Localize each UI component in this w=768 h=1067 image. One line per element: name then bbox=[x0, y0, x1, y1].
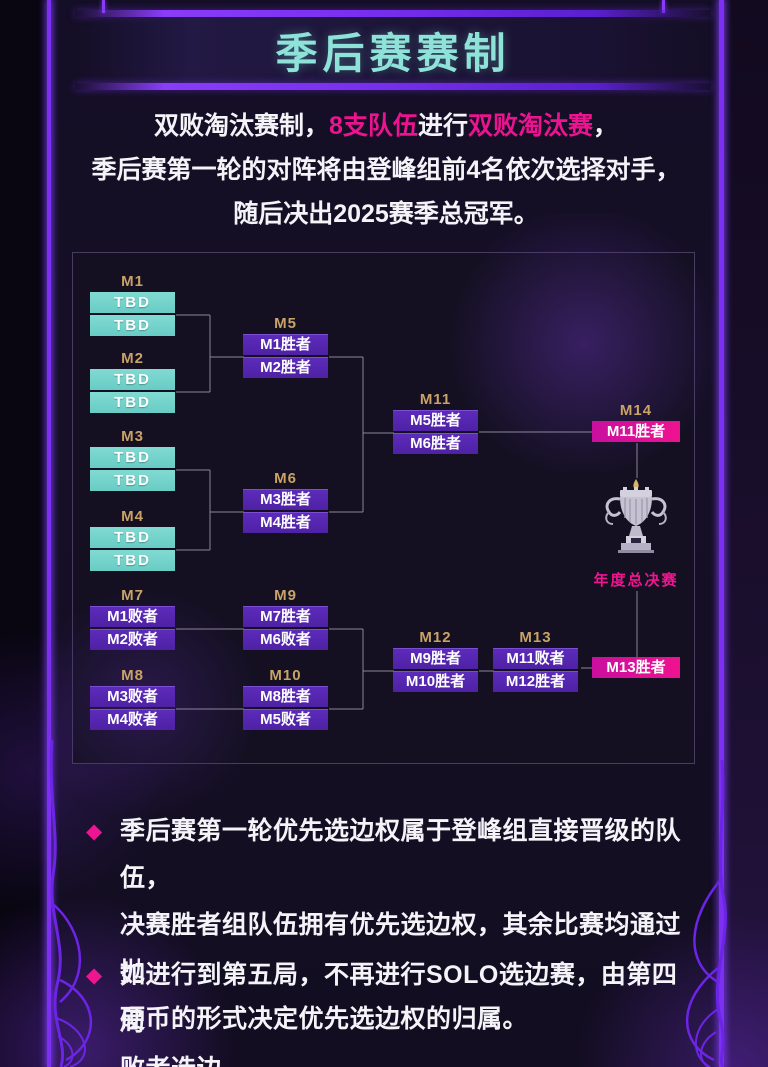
match-m1-slot1: TBD bbox=[90, 292, 175, 313]
match-m10: M10 M8胜者 M5败者 bbox=[243, 668, 328, 732]
match-m1: M1 TBD TBD bbox=[90, 274, 175, 338]
match-m4-slot2: TBD bbox=[90, 550, 175, 571]
title-banner: 季后赛赛制 bbox=[75, 10, 711, 90]
match-m12-label: M12 bbox=[419, 629, 452, 646]
match-m6: M6 M3胜者 M4胜者 bbox=[243, 471, 328, 535]
match-m12: M12 M9胜者 M10胜者 bbox=[393, 630, 478, 694]
match-m7-slot1: M1败者 bbox=[90, 606, 175, 627]
top-right-tick bbox=[662, 0, 665, 13]
match-m3-slot1: TBD bbox=[90, 447, 175, 468]
match-m13-slot1: M11败者 bbox=[493, 648, 578, 669]
match-m12-slot1: M9胜者 bbox=[393, 648, 478, 669]
match-m11-slot2: M6胜者 bbox=[393, 433, 478, 454]
match-m4: M4 TBD TBD bbox=[90, 509, 175, 573]
match-m12-slot2: M10胜者 bbox=[393, 671, 478, 692]
intro-line-2: 季后赛第一轮的对阵将由登峰组前4名依次选择对手， bbox=[91, 156, 681, 184]
note-1-text: 季后赛第一轮优先选边权属于登峰组直接晋级的队伍， 决赛胜者组队伍拥有优先选边权，… bbox=[120, 817, 682, 1033]
intro-line-1: 双败淘汰赛制，8支队伍进行双败淘汰赛， bbox=[154, 112, 618, 140]
match-m14-slot1: M11胜者 bbox=[592, 421, 680, 442]
match-m7-slot2: M2败者 bbox=[90, 629, 175, 650]
match-m1-label: M1 bbox=[121, 273, 144, 290]
match-m9-label: M9 bbox=[274, 587, 297, 604]
match-m8-slot1: M3败者 bbox=[90, 686, 175, 707]
match-m9: M9 M7胜者 M6败者 bbox=[243, 588, 328, 652]
match-m5: M5 M1胜者 M2胜者 bbox=[243, 316, 328, 380]
match-m11-slot1: M5胜者 bbox=[393, 410, 478, 431]
match-m14-label: M14 bbox=[619, 402, 653, 419]
match-m1-slot2: TBD bbox=[90, 315, 175, 336]
match-m5-label: M5 bbox=[274, 315, 297, 332]
match-m9-slot1: M7胜者 bbox=[243, 606, 328, 627]
right-dark-strip bbox=[725, 0, 768, 1067]
page-title: 季后赛赛制 bbox=[275, 29, 511, 77]
highlight-double-elim: 双败淘汰赛 bbox=[467, 112, 593, 140]
highlight-team-count: 8支队伍 bbox=[329, 112, 418, 140]
match-m3: M3 TBD TBD bbox=[90, 429, 175, 493]
bracket-panel bbox=[13, 213, 734, 813]
match-m7-label: M7 bbox=[121, 587, 144, 604]
match-m5-slot1: M1胜者 bbox=[243, 334, 328, 355]
match-m13-slot2: M12胜者 bbox=[493, 671, 578, 692]
left-neon-edge-line bbox=[47, 0, 51, 1067]
match-m11: M11 M5胜者 M6胜者 bbox=[393, 392, 478, 456]
note-2-text: 如进行到第五局，不再进行SOLO选边赛，由第四局 败者选边。 bbox=[120, 961, 678, 1067]
banner-bottom-stripe bbox=[75, 83, 711, 90]
final-winner-slot: M13胜者 bbox=[592, 657, 680, 678]
match-m10-slot1: M8胜者 bbox=[243, 686, 328, 707]
match-m2-label: M2 bbox=[121, 350, 144, 367]
match-m8-label: M8 bbox=[121, 667, 144, 684]
match-m6-slot1: M3胜者 bbox=[243, 489, 328, 510]
match-m6-slot2: M4胜者 bbox=[243, 512, 328, 533]
diamond-bullet-icon: ◆ bbox=[86, 964, 103, 987]
note-1: ◆ 季后赛第一轮优先选边权属于登峰组直接晋级的队伍， 决赛胜者组队伍拥有优先选边… bbox=[86, 808, 696, 1043]
banner-body: 季后赛赛制 bbox=[75, 17, 711, 83]
match-m2-slot2: TBD bbox=[90, 392, 175, 413]
match-m8-slot2: M4败者 bbox=[90, 709, 175, 730]
match-m2-slot1: TBD bbox=[90, 369, 175, 390]
match-m9-slot2: M6败者 bbox=[243, 629, 328, 650]
match-m6-label: M6 bbox=[274, 470, 297, 487]
panel-glow-top-right bbox=[434, 213, 734, 473]
trophy-icon bbox=[605, 479, 667, 553]
bracket-connector-lines bbox=[176, 314, 638, 710]
match-m4-label: M4 bbox=[121, 508, 144, 525]
left-dark-strip bbox=[0, 0, 48, 1067]
grand-final-label: 年度总决赛 bbox=[593, 572, 679, 589]
match-final-winner: M13胜者 bbox=[592, 657, 680, 680]
match-m3-slot2: TBD bbox=[90, 470, 175, 491]
match-m2: M2 TBD TBD bbox=[90, 351, 175, 415]
match-m11-label: M11 bbox=[419, 391, 452, 408]
match-m13-label: M13 bbox=[519, 629, 552, 646]
match-m8: M8 M3败者 M4败者 bbox=[90, 668, 175, 732]
note-2: ◆ 如进行到第五局，不再进行SOLO选边赛，由第四局 败者选边。 bbox=[86, 952, 696, 1067]
match-m5-slot2: M2胜者 bbox=[243, 357, 328, 378]
match-m10-label: M10 bbox=[269, 667, 302, 684]
match-m3-label: M3 bbox=[121, 428, 144, 445]
match-m13: M13 M11败者 M12胜者 bbox=[493, 630, 578, 694]
diamond-bullet-icon: ◆ bbox=[86, 820, 103, 843]
right-neon-edge-line bbox=[719, 0, 724, 1067]
top-left-tick bbox=[102, 0, 105, 13]
match-m14: M14 M11胜者 bbox=[592, 403, 680, 444]
banner-top-stripe bbox=[75, 10, 711, 17]
match-m4-slot1: TBD bbox=[90, 527, 175, 548]
match-m10-slot2: M5败者 bbox=[243, 709, 328, 730]
match-m7: M7 M1败者 M2败者 bbox=[90, 588, 175, 652]
